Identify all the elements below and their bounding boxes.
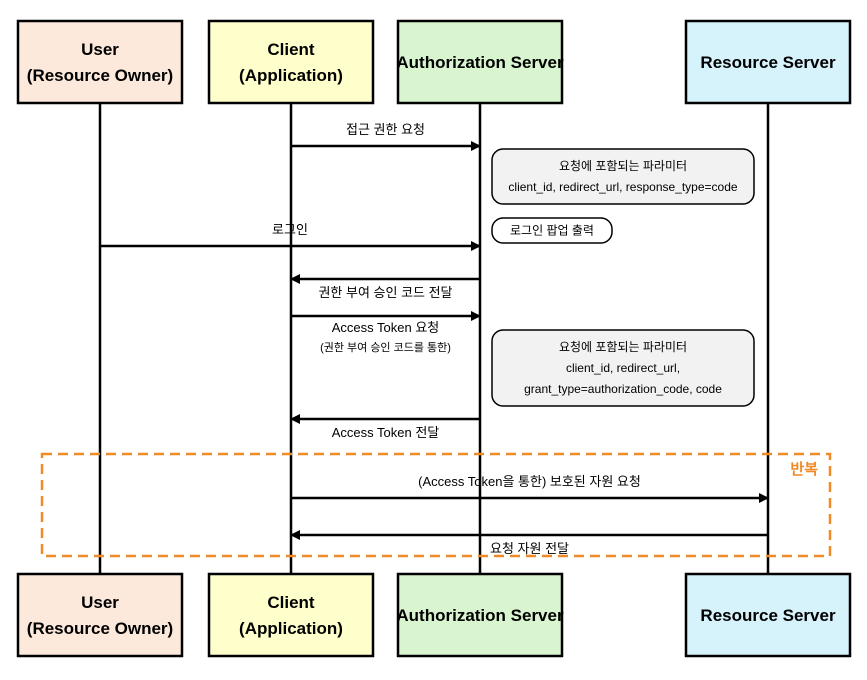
participant-label: Authorization Server	[396, 606, 564, 625]
note-1: 요청에 포함되는 파라미터 client_id, redirect_url, re…	[491, 148, 755, 205]
message-7: 요청 자원 전달	[290, 530, 768, 556]
participant-label: Client	[267, 593, 315, 612]
note-text: 요청에 포함되는 파라미터	[559, 159, 687, 173]
participant-label: (Application)	[239, 619, 343, 638]
participant-label: Authorization Server	[396, 53, 564, 72]
participant-auth-bottom: Authorization Server	[396, 572, 564, 658]
participant-box	[207, 19, 375, 105]
loop-frame: 반복	[40, 452, 832, 558]
message-sublabel: (권한 부여 승인 코드를 통한)	[320, 341, 451, 354]
message-label: Access Token 전달	[332, 425, 440, 440]
participant-box	[684, 572, 852, 658]
participant-box	[684, 19, 852, 105]
participant-box	[396, 19, 564, 105]
participant-user-top: User (Resource Owner)	[16, 19, 184, 105]
note-text: grant_type=authorization_code, code	[524, 382, 722, 396]
participant-client-top: Client (Application)	[207, 19, 375, 105]
note-text: client_id, redirect_url, response_type=c…	[508, 180, 737, 194]
participants: User (Resource Owner) User (Resource Owner)…	[16, 19, 852, 658]
note-box	[491, 148, 755, 205]
note-text: 로그인 팝업 출력	[510, 224, 594, 238]
message-label: 요청 자원 전달	[490, 541, 569, 556]
message-3: 권한 부여 승인 코드 전달	[290, 274, 480, 300]
notes: 요청에 포함되는 파라미터 client_id, redirect_url, re…	[491, 148, 755, 407]
participant-box	[396, 572, 564, 658]
participant-label: (Application)	[239, 66, 343, 85]
message-5: Access Token 전달	[290, 414, 480, 440]
note-box	[491, 217, 613, 244]
message-label: 접근 권한 요청	[346, 122, 425, 137]
participant-resource-bottom: Resource Server	[684, 572, 852, 658]
participant-label: User	[81, 593, 119, 612]
loop-label: 반복	[790, 461, 818, 478]
participant-label: Resource Server	[700, 53, 836, 72]
message-4: Access Token 요청 (권한 부여 승인 코드를 통한)	[291, 311, 481, 354]
message-1: 접근 권한 요청	[291, 122, 481, 151]
note-2: 로그인 팝업 출력	[491, 217, 613, 244]
loop-frame-border	[40, 452, 832, 558]
message-label: 로그인	[272, 222, 308, 237]
participant-user-bottom: User (Resource Owner)	[16, 572, 184, 658]
participant-label: User	[81, 40, 119, 59]
note-text: 요청에 포함되는 파라미터	[559, 340, 687, 354]
participant-label: (Resource Owner)	[27, 66, 173, 85]
participant-auth-top: Authorization Server	[396, 19, 564, 105]
participant-resource-top: Resource Server	[684, 19, 852, 105]
participant-box	[207, 572, 375, 658]
participant-box	[16, 19, 184, 105]
message-label: 권한 부여 승인 코드 전달	[318, 285, 452, 300]
participant-label: Client	[267, 40, 315, 59]
participant-label: (Resource Owner)	[27, 619, 173, 638]
note-text: client_id, redirect_url,	[566, 361, 680, 375]
message-label: (Access Token을 통한) 보호된 자원 요청	[418, 474, 641, 489]
participant-label: Resource Server	[700, 606, 836, 625]
note-3: 요청에 포함되는 파라미터 client_id, redirect_url,gra…	[491, 329, 755, 407]
message-6: (Access Token을 통한) 보호된 자원 요청	[291, 474, 769, 503]
message-label: Access Token 요청	[332, 320, 440, 335]
message-2: 로그인	[100, 222, 481, 251]
note-box	[491, 329, 755, 407]
participant-box	[16, 572, 184, 658]
participant-client-bottom: Client (Application)	[207, 572, 375, 658]
